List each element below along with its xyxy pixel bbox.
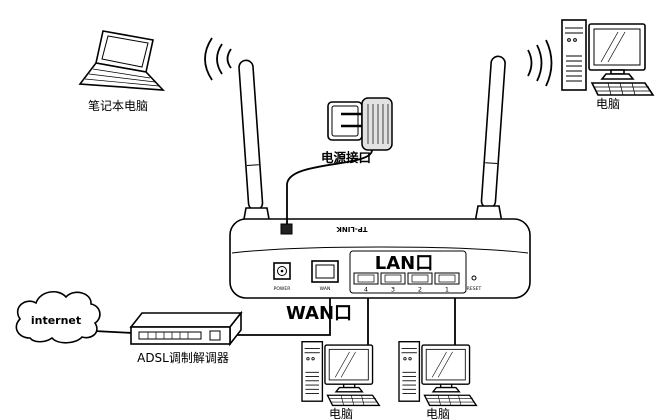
- desktop-pc-icon-bottom-right: [398, 341, 478, 407]
- wan-cable: [233, 297, 331, 336]
- wifi-waves-left-icon: [204, 37, 232, 81]
- lan-port-label: LAN口: [375, 253, 433, 274]
- desktop-pc-icon-bottom-left: [301, 341, 381, 407]
- reset-label: RESET: [467, 286, 482, 292]
- power-cable: [286, 149, 373, 224]
- laptop-label: 笔记本电脑: [88, 98, 148, 113]
- power-plug-icon: [280, 223, 293, 235]
- wifi-waves-right-icon: [527, 39, 553, 87]
- router-ports: POWER WAN 4 3 2 1 RESET: [273, 250, 482, 294]
- internet-cloud-icon: internet: [15, 290, 101, 344]
- router-brand-logo: TP-LINK: [336, 225, 368, 233]
- wan-port-label: WAN口: [286, 303, 352, 324]
- power-port-label: 电源接口: [321, 150, 371, 165]
- adsl-modem-icon: [129, 310, 243, 347]
- laptop-base: [78, 62, 165, 91]
- lan-port-icon-2: [407, 272, 433, 285]
- adsl-modem-label: ADSL调制解调器: [137, 351, 229, 365]
- lan-port-icon-3: [380, 272, 406, 285]
- reset-button-icon: [471, 275, 477, 281]
- lan-port-number: 1: [445, 286, 449, 294]
- power-jack-label: POWER: [274, 286, 291, 292]
- pc-bottom-right-label: 电脑: [426, 407, 450, 420]
- lan-port-number: 4: [364, 286, 368, 294]
- antenna-left-icon: [238, 59, 272, 231]
- wan-jack-icon: [311, 260, 339, 283]
- internet-label: internet: [31, 314, 81, 327]
- pc-bottom-left-label: 电脑: [329, 407, 353, 420]
- internet-cable: [93, 330, 134, 334]
- power-adapter-icon: [341, 97, 393, 151]
- laptop-icon: [78, 30, 165, 91]
- desktop-pc-icon-top-right: [561, 19, 654, 96]
- wan-jack-label: WAN: [320, 286, 331, 292]
- lan-port-number: 3: [391, 286, 395, 294]
- lan-port-number: 2: [418, 286, 422, 294]
- lan-port-icon-4: [353, 272, 379, 285]
- lan-port-icon-1: [434, 272, 460, 285]
- pc-top-right-label: 电脑: [596, 97, 620, 111]
- power-outlet-icon: [327, 101, 363, 141]
- lan-ports-box: [349, 250, 467, 294]
- antenna-right-icon: [473, 55, 506, 229]
